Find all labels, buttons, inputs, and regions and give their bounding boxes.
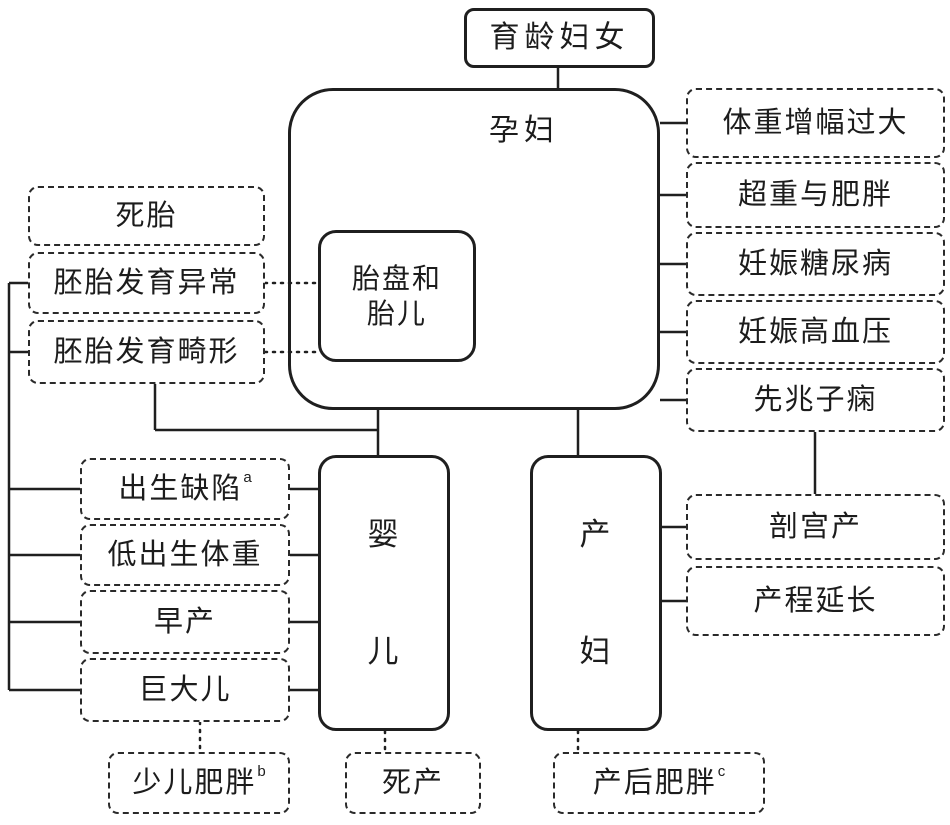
node-excessive-weight-gain-label: 体重增幅过大	[722, 106, 909, 139]
node-prolonged-labor: 产程延长	[686, 566, 945, 636]
node-fetal-death-label: 死胎	[115, 199, 178, 232]
node-placenta-fetus-line2: 胎儿	[366, 298, 427, 329]
node-childhood-obesity-sup: b	[257, 763, 266, 780]
node-postpartum-obesity-sup: c	[717, 763, 726, 780]
node-childbearing-women-label: 育龄妇女	[489, 21, 630, 54]
node-gestational-hypertension: 妊娠高血压	[686, 300, 945, 364]
node-gestational-diabetes-label: 妊娠糖尿病	[737, 247, 893, 280]
node-cesarean-section: 剖宫产	[686, 494, 945, 560]
node-postpartum-mother-char1: 产	[579, 516, 613, 552]
node-placenta-fetus-line1: 胎盘和	[351, 263, 442, 294]
node-infant-char1: 婴	[367, 516, 401, 552]
node-excessive-weight-gain: 体重增幅过大	[686, 88, 945, 158]
node-childhood-obesity-label: 少儿肥胖	[132, 766, 257, 799]
node-preterm-birth-label: 早产	[153, 605, 216, 638]
node-postpartum-obesity-label: 产后肥胖	[592, 766, 717, 799]
node-infant: 婴 儿	[318, 455, 450, 731]
node-prolonged-labor-label: 产程延长	[753, 584, 878, 617]
node-gestational-hypertension-label: 妊娠高血压	[737, 315, 893, 348]
node-fetal-death: 死胎	[28, 186, 265, 246]
node-postpartum-mother: 产 妇	[530, 455, 662, 731]
node-postpartum-mother-char2: 妇	[579, 633, 613, 669]
node-gestational-diabetes: 妊娠糖尿病	[686, 232, 945, 296]
node-preeclampsia-label: 先兆子痫	[753, 383, 878, 416]
node-low-birth-weight-label: 低出生体重	[107, 538, 263, 571]
node-placenta-fetus: 胎盘和 胎儿	[318, 230, 476, 362]
node-stillbirth-label: 死产	[381, 766, 444, 799]
node-preterm-birth: 早产	[80, 590, 290, 654]
node-pregnant-woman: 孕妇	[288, 88, 660, 410]
node-macrosomia: 巨大儿	[80, 658, 290, 722]
node-preeclampsia: 先兆子痫	[686, 368, 945, 432]
node-overweight-obesity: 超重与肥胖	[686, 162, 945, 228]
node-abnormal-embryo-development: 胚胎发育异常	[28, 252, 265, 314]
node-embryo-malformation-label: 胚胎发育畸形	[53, 335, 240, 368]
node-birth-defects-sup: a	[243, 469, 252, 486]
node-stillbirth: 死产	[345, 752, 481, 814]
node-infant-char2: 儿	[367, 633, 401, 669]
node-cesarean-section-label: 剖宫产	[768, 510, 862, 543]
node-macrosomia-label: 巨大儿	[138, 673, 232, 706]
node-abnormal-embryo-development-label: 胚胎发育异常	[53, 266, 240, 299]
node-overweight-obesity-label: 超重与肥胖	[737, 178, 893, 211]
node-pregnant-woman-label: 孕妇	[489, 114, 559, 147]
node-embryo-malformation: 胚胎发育畸形	[28, 320, 265, 384]
node-low-birth-weight: 低出生体重	[80, 524, 290, 586]
node-birth-defects-label: 出生缺陷	[118, 472, 243, 505]
node-childbearing-women: 育龄妇女	[464, 8, 655, 68]
